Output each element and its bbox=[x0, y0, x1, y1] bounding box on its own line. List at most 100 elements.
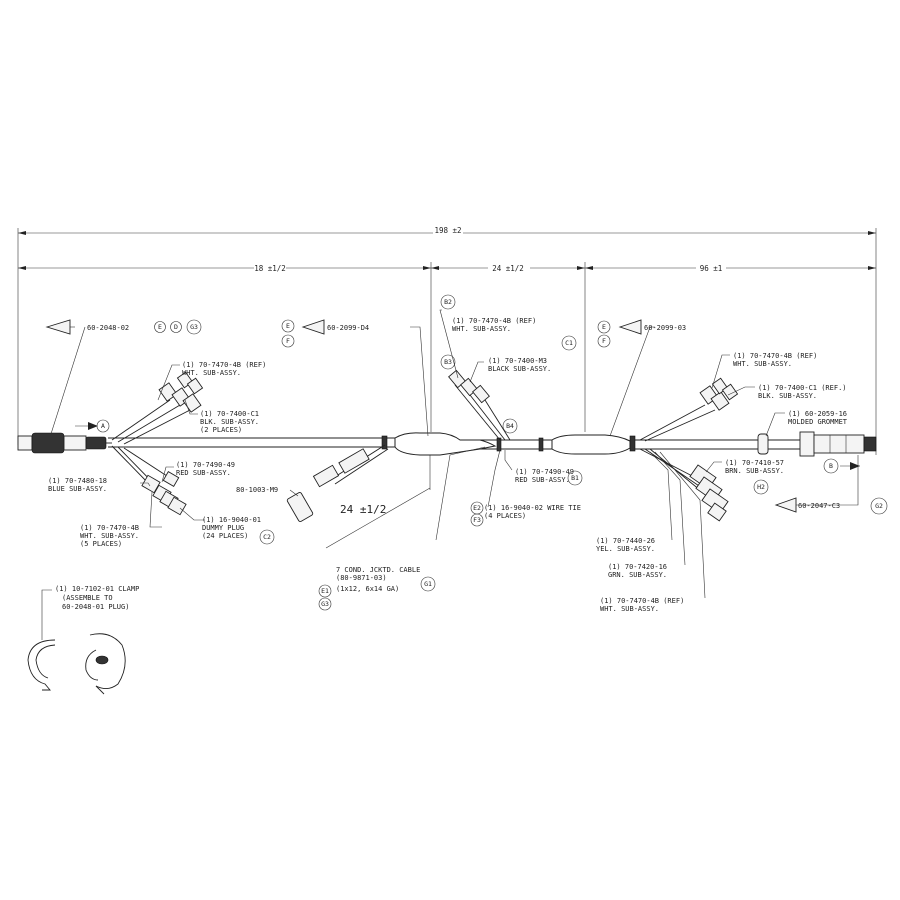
svg-text:RED SUB-ASSY.: RED SUB-ASSY. bbox=[515, 476, 570, 484]
ref-bubbles: E D G3 A E F B2 B3 C1 B4 B1 E F C2 E2 F3… bbox=[96, 294, 888, 611]
right-branch-upper bbox=[639, 377, 739, 442]
bubble-H2: H2 bbox=[757, 483, 765, 491]
bubble-left-g3: G3 bbox=[190, 323, 198, 331]
svg-text:WHT. SUB-ASSY.: WHT. SUB-ASSY. bbox=[80, 532, 139, 540]
bubble-B2: B2 bbox=[444, 298, 452, 306]
svg-text:(80-9871-03): (80-9871-03) bbox=[336, 574, 387, 582]
svg-text:(1) 70-7480-18: (1) 70-7480-18 bbox=[48, 477, 107, 485]
svg-text:BRN. SUB-ASSY.: BRN. SUB-ASSY. bbox=[725, 467, 784, 475]
left-plug-callout: 60-2048-02 bbox=[87, 324, 129, 332]
note-n7: (1) 70-7470-4B (REF) WHT. SUB-ASSY. bbox=[452, 317, 536, 333]
bubble-G2: G2 bbox=[875, 502, 883, 510]
note-n8: (1) 70-7400-M3 BLACK SUB-ASSY. bbox=[488, 357, 551, 373]
bubble-left-e: E bbox=[158, 323, 162, 331]
svg-text:(2 PLACES): (2 PLACES) bbox=[200, 426, 242, 434]
bubble-right-e: E bbox=[602, 323, 606, 331]
center-dummy-branch bbox=[286, 444, 389, 522]
note-n3: (1) 70-7490-49 RED SUB-ASSY. bbox=[176, 461, 235, 477]
note-n17: (1) 70-7420-16 GRN. SUB-ASSY. bbox=[608, 563, 667, 579]
dummy-plug-part: 80-1003-M9 bbox=[236, 486, 278, 494]
bubble-center-e: E bbox=[286, 322, 290, 330]
middle-length-dim: 24 ±1/2 bbox=[492, 264, 524, 273]
note-n14: (1) 60-2059-16 MOLDED GROMMET bbox=[788, 410, 848, 426]
bubble-F3: F3 bbox=[473, 516, 481, 524]
svg-text:(1) 70-7470-4B (REF): (1) 70-7470-4B (REF) bbox=[452, 317, 536, 325]
svg-text:YEL. SUB-ASSY.: YEL. SUB-ASSY. bbox=[596, 545, 655, 553]
svg-text:7 COND. JCKTD. CABLE: 7 COND. JCKTD. CABLE bbox=[336, 566, 420, 574]
left-length-dim: 18 ±1/2 bbox=[254, 264, 286, 273]
arrow-A bbox=[88, 422, 98, 430]
svg-text:GRN. SUB-ASSY.: GRN. SUB-ASSY. bbox=[608, 571, 667, 579]
svg-text:BLACK SUB-ASSY.: BLACK SUB-ASSY. bbox=[488, 365, 551, 373]
note-n6: (1) 16-9040-01 DUMMY PLUG (24 PLACES) bbox=[202, 516, 261, 540]
svg-text:WHT. SUB-ASSY.: WHT. SUB-ASSY. bbox=[452, 325, 511, 333]
svg-text:(24 PLACES): (24 PLACES) bbox=[202, 532, 248, 540]
svg-text:(1) 70-7470-4B (REF): (1) 70-7470-4B (REF) bbox=[182, 361, 266, 369]
branch-length-dim: 24 ±1/2 bbox=[340, 503, 386, 516]
clamp-detail bbox=[27, 633, 126, 695]
note-n9: (1) 70-7490-49 RED SUB-ASSY. bbox=[515, 468, 574, 484]
callout-arrow-right bbox=[618, 319, 642, 335]
left-branch-lower bbox=[111, 445, 187, 516]
svg-text:(1) 70-7470-4B: (1) 70-7470-4B bbox=[80, 524, 139, 532]
note-n18: (1) 70-7470-4B (REF) WHT. SUB-ASSY. bbox=[600, 597, 684, 613]
svg-text:60-2048-01 PLUG): 60-2048-01 PLUG) bbox=[62, 603, 129, 611]
svg-text:(1) 70-7440-26: (1) 70-7440-26 bbox=[596, 537, 655, 545]
right-length-dim: 96 ±1 bbox=[700, 264, 723, 273]
note-n19: (1) 10-7102-01 CLAMP (ASSEMBLE TO 60-204… bbox=[55, 585, 139, 611]
note-n15: (1) 70-7410-57 BRN. SUB-ASSY. bbox=[725, 459, 784, 475]
callout-arrow-center bbox=[301, 319, 325, 335]
bubble-A: A bbox=[101, 422, 105, 430]
bubble-G1: G1 bbox=[424, 580, 432, 588]
main-trunk-cable bbox=[108, 432, 800, 456]
svg-text:(1) 70-7470-4B (REF): (1) 70-7470-4B (REF) bbox=[733, 352, 817, 360]
svg-text:(1) 70-7420-16: (1) 70-7420-16 bbox=[608, 563, 667, 571]
svg-text:(1) 70-7410-57: (1) 70-7410-57 bbox=[725, 459, 784, 467]
right-plug-callout: 60-2099-03 bbox=[644, 324, 686, 332]
note-n4: (1) 70-7480-18 BLUE SUB-ASSY. bbox=[48, 477, 107, 493]
svg-text:RED SUB-ASSY.: RED SUB-ASSY. bbox=[176, 469, 231, 477]
bubble-B3: B3 bbox=[444, 358, 452, 366]
svg-text:BLUE SUB-ASSY.: BLUE SUB-ASSY. bbox=[48, 485, 107, 493]
svg-text:(1) 10-7102-01 CLAMP: (1) 10-7102-01 CLAMP bbox=[55, 585, 139, 593]
left-end-plug bbox=[17, 432, 112, 454]
note-n11: 7 COND. JCKTD. CABLE (80-9871-03) (1x12,… bbox=[336, 566, 420, 593]
bubble-B: B bbox=[829, 462, 833, 470]
svg-text:(5 PLACES): (5 PLACES) bbox=[80, 540, 122, 548]
center-plug-callout: 60-2099-D4 bbox=[327, 324, 369, 332]
bubble-right-f: F bbox=[602, 337, 606, 345]
bubble-left-d: D bbox=[174, 323, 178, 331]
svg-text:BLK. SUB-ASSY.: BLK. SUB-ASSY. bbox=[758, 392, 817, 400]
bubble-E2: E2 bbox=[473, 504, 481, 512]
left-branch-upper bbox=[111, 371, 204, 445]
svg-text:(1) 70-7400-C1: (1) 70-7400-C1 bbox=[200, 410, 259, 418]
note-n1: (1) 70-7470-4B (REF) WHT. SUB-ASSY. bbox=[182, 361, 266, 377]
svg-text:(1) 16-9040-02 WIRE TIE: (1) 16-9040-02 WIRE TIE bbox=[484, 504, 581, 512]
svg-text:(ASSEMBLE TO: (ASSEMBLE TO bbox=[62, 594, 113, 602]
svg-text:(1) 70-7490-49: (1) 70-7490-49 bbox=[515, 468, 574, 476]
svg-text:(1x12, 6x14 GA): (1x12, 6x14 GA) bbox=[336, 585, 399, 593]
bubble-E1: E1 bbox=[321, 587, 329, 595]
note-n10: (1) 16-9040-02 WIRE TIE (4 PLACES) bbox=[484, 504, 581, 520]
right-branch-lower bbox=[639, 448, 729, 522]
leader-lines bbox=[41, 309, 860, 640]
svg-text:(1) 70-7400-M3: (1) 70-7400-M3 bbox=[488, 357, 547, 365]
bubble-C2: C2 bbox=[263, 533, 271, 541]
svg-text:(1) 70-7470-4B (REF): (1) 70-7470-4B (REF) bbox=[600, 597, 684, 605]
bubble-B1: B1 bbox=[571, 474, 579, 482]
note-n16: (1) 70-7440-26 YEL. SUB-ASSY. bbox=[596, 537, 655, 553]
svg-text:WHT. SUB-ASSY.: WHT. SUB-ASSY. bbox=[182, 369, 241, 377]
bubble-G3-low: G3 bbox=[321, 600, 329, 608]
right-end-plug bbox=[799, 431, 877, 457]
callout-arrow-left bbox=[45, 319, 71, 335]
bubble-center-f: F bbox=[286, 337, 290, 345]
note-n5: (1) 70-7470-4B WHT. SUB-ASSY. (5 PLACES) bbox=[80, 524, 139, 548]
dimension-lines bbox=[17, 228, 877, 549]
bubble-B4: B4 bbox=[506, 422, 514, 430]
svg-text:WHT. SUB-ASSY.: WHT. SUB-ASSY. bbox=[600, 605, 659, 613]
arrow-B bbox=[850, 462, 860, 470]
callout-arrow-end bbox=[774, 497, 797, 513]
svg-text:MOLDED GROMMET: MOLDED GROMMET bbox=[788, 418, 848, 426]
svg-text:(1) 70-7490-49: (1) 70-7490-49 bbox=[176, 461, 235, 469]
